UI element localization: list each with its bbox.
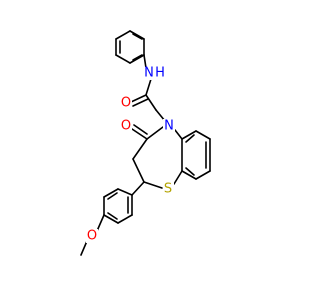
bond-layer xyxy=(80,30,211,256)
benzo-inner-1 xyxy=(185,167,195,176)
ether-oxygen-label: O xyxy=(87,229,97,244)
nh-to-carbonyl-bond xyxy=(145,78,152,96)
phenyl-inner-3 xyxy=(132,33,143,40)
aryl-bond-1 xyxy=(117,188,133,196)
aryl-inner-1 xyxy=(107,192,118,200)
ether-o-to-methyl-bond xyxy=(80,240,88,256)
chs-to-sulfur-bond xyxy=(143,181,163,189)
lactam-to-ch2-bond xyxy=(132,138,148,160)
aryl-bond-5 xyxy=(117,214,133,224)
amide-hydrogen-label: H xyxy=(155,66,165,81)
aryl-to-ether-o-bond xyxy=(96,214,105,232)
benzo-bond-6 xyxy=(181,130,197,140)
benzo-bond-3 xyxy=(195,170,211,180)
ring-ch2-to-chs-bond xyxy=(132,158,145,183)
molecule-structure-diagram: N H O N O S O xyxy=(80,30,211,256)
atom-label-layer: N H O N O S O xyxy=(86,66,175,244)
phenyl-bond-6 xyxy=(115,30,131,40)
carbonyl-to-ch2-bond xyxy=(145,94,157,111)
lactam-double-1 xyxy=(131,128,148,140)
phenyl-bond-2 xyxy=(115,54,131,64)
benzo-bond-5 xyxy=(195,130,211,140)
carbonyl-double-2 xyxy=(132,98,149,107)
ring-sulfur-label: S xyxy=(164,182,172,197)
benzo-bond-2 xyxy=(181,170,197,180)
phenyl-bond-3 xyxy=(129,54,145,64)
ring-nitrogen-label: N xyxy=(164,119,174,134)
carbonyl-double-1 xyxy=(130,94,147,103)
lactam-double-2 xyxy=(133,124,148,135)
phenyl-bond-5 xyxy=(129,30,145,40)
phenyl-to-nh-bond xyxy=(143,54,147,69)
lactam-oxygen-label: O xyxy=(121,119,131,134)
aryl-bond-4 xyxy=(103,214,119,224)
ring-n-to-benzo-bond xyxy=(174,129,183,140)
aryl-inner-2 xyxy=(107,212,118,220)
ring-n-to-lactam-bond xyxy=(146,126,164,140)
chs-to-aryl-bond xyxy=(131,181,145,196)
amide-oxygen-label: O xyxy=(121,96,131,111)
aryl-bond-2 xyxy=(103,188,119,198)
sulfur-to-benzo-bond xyxy=(173,170,183,185)
benzo-inner-3 xyxy=(185,134,195,143)
phenyl-inner-2 xyxy=(132,54,143,61)
amide-nitrogen-label: N xyxy=(144,66,154,81)
